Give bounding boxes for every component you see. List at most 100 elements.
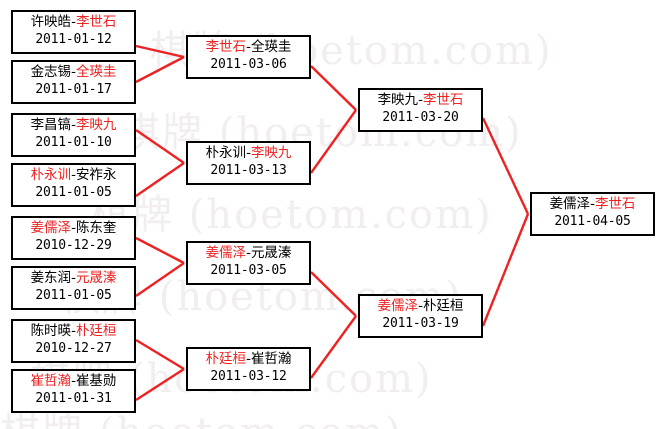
connector-line (310, 315, 357, 379)
player-right: 安祚永 (75, 167, 117, 183)
player-right-winner: 全瑛圭 (75, 64, 117, 80)
match-players: 姜儒泽-陈东奎 (13, 219, 134, 237)
vs-separator: - (246, 351, 251, 367)
player-right: 全瑛圭 (250, 39, 292, 55)
match-players: 朴廷桓-崔哲瀚 (188, 350, 309, 368)
player-left: 陈时暎 (30, 323, 72, 339)
vs-separator: - (71, 117, 76, 133)
vs-separator: - (246, 39, 251, 55)
player-right: 陈东奎 (75, 220, 117, 236)
vs-separator: - (71, 373, 76, 389)
player-left-winner: 朴廷桓 (205, 351, 247, 367)
match-players: 崔哲瀚-崔基勋 (13, 372, 134, 390)
match-date: 2011-03-13 (210, 163, 287, 179)
vs-separator: - (71, 167, 76, 183)
vs-separator: - (71, 323, 76, 339)
match-date: 2011-03-06 (210, 57, 287, 73)
match-players: 姜儒泽-朴廷桓 (360, 297, 481, 315)
match-date: 2011-03-05 (210, 263, 287, 279)
match-date: 2011-01-05 (35, 288, 112, 304)
vs-separator: - (71, 270, 76, 286)
vs-separator: - (246, 245, 251, 261)
player-right: 崔基勋 (75, 373, 117, 389)
player-left: 李昌镐 (30, 117, 72, 133)
player-right-winner: 李世石 (594, 196, 636, 212)
player-right-winner: 朴廷桓 (75, 323, 117, 339)
player-left: 许映皓 (30, 14, 72, 30)
player-right: 元晟溱 (250, 245, 292, 261)
connector-line (481, 117, 530, 215)
connector-line (135, 129, 185, 164)
connector-line (310, 65, 357, 111)
connector-line (310, 271, 357, 317)
player-right-winner: 李世石 (422, 92, 464, 108)
match-players: 陈时暎-朴廷桓 (13, 322, 134, 340)
match-date: 2011-04-05 (554, 214, 631, 230)
match-date: 2011-01-05 (35, 185, 112, 201)
player-left: 金志锡 (30, 64, 72, 80)
vs-separator: - (71, 14, 76, 30)
match-players: 朴永训-李映九 (188, 144, 309, 162)
player-right: 崔哲瀚 (250, 351, 292, 367)
connector-line (135, 55, 185, 84)
vs-separator: - (590, 196, 595, 212)
vs-separator: - (71, 64, 76, 80)
match-players: 金志锡-全瑛圭 (13, 63, 134, 81)
player-left-winner: 李世石 (205, 39, 247, 55)
player-right: 朴廷桓 (422, 298, 464, 314)
match-players: 朴永训-安祚永 (13, 166, 134, 184)
player-left: 姜东润 (30, 270, 72, 286)
connector-line (135, 162, 185, 197)
match-players: 李映九-李世石 (360, 91, 481, 109)
player-right-winner: 李映九 (250, 145, 292, 161)
match-players: 姜儒泽-李世石 (532, 195, 653, 213)
vs-separator: - (246, 145, 251, 161)
player-left-winner: 崔哲瀚 (30, 373, 72, 389)
match-date: 2011-01-12 (35, 32, 112, 48)
match-players: 李世石-全瑛圭 (188, 38, 309, 56)
vs-separator: - (418, 92, 423, 108)
player-right-winner: 李世石 (75, 14, 117, 30)
player-left-winner: 朴永训 (30, 167, 72, 183)
player-right-winner: 元晟溱 (75, 270, 117, 286)
match-date: 2011-03-12 (210, 369, 287, 385)
connector-line (135, 338, 185, 371)
player-left-winner: 姜儒泽 (30, 220, 72, 236)
match-date: 2010-12-27 (35, 341, 112, 357)
match-date: 2011-01-17 (35, 82, 112, 98)
match-date: 2011-01-31 (35, 391, 112, 407)
connector-line (135, 367, 185, 402)
match-players: 姜儒泽-元晟溱 (188, 244, 309, 262)
watermark-text: 棋牌 (hoetom.com) (90, 192, 493, 238)
match-date: 2010-12-29 (35, 238, 112, 254)
vs-separator: - (418, 298, 423, 314)
match-players: 许映皓-李世石 (13, 13, 134, 31)
player-left-winner: 姜儒泽 (205, 245, 247, 261)
match-players: 姜东润-元晟溱 (13, 269, 134, 287)
match-date: 2011-03-19 (382, 316, 459, 332)
player-left: 李映九 (377, 92, 419, 108)
match-date: 2011-03-20 (382, 110, 459, 126)
player-right-winner: 李映九 (75, 117, 117, 133)
match-players: 李昌镐-李映九 (13, 116, 134, 134)
connector-line (135, 44, 185, 59)
player-left: 姜儒泽 (549, 196, 591, 212)
connector-line (481, 213, 530, 327)
player-left-winner: 姜儒泽 (377, 298, 419, 314)
